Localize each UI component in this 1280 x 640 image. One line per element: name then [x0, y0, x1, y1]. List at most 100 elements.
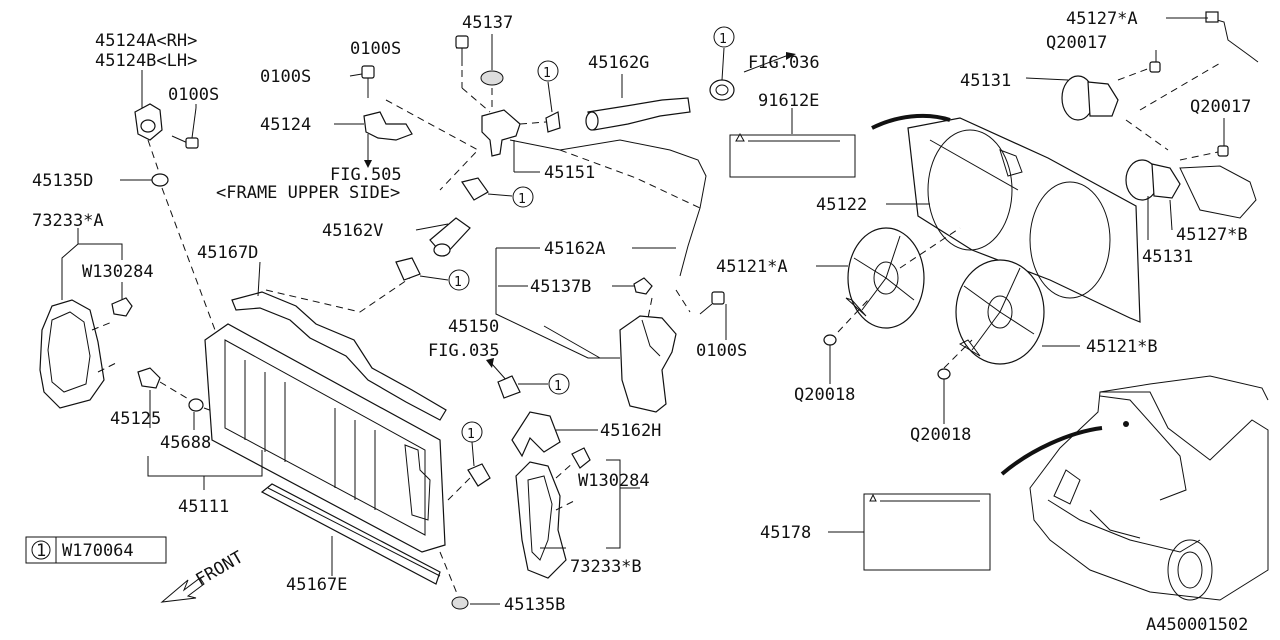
hose-45162h [511, 411, 561, 458]
callout-number: 1 [467, 427, 475, 442]
label-q20017-top: Q20017 [1046, 33, 1107, 53]
filler-neck-45151 [481, 109, 521, 157]
bolt-q20017-top [1149, 61, 1161, 73]
grommet-45135b [451, 596, 469, 610]
label-45124ab-lh: 45124B<LH> [95, 51, 197, 71]
diagram-id: A450001502 [1146, 615, 1248, 635]
label-q20018-left: Q20018 [794, 385, 855, 405]
label-45167e: 45167E [286, 575, 347, 595]
label-45150: 45150 [448, 317, 499, 337]
label-front: FRONT [193, 547, 247, 590]
fan-45121a [845, 227, 925, 329]
label-91612e [729, 132, 856, 178]
callout-number: 1 [518, 192, 526, 207]
bolt-0100s-top [455, 35, 469, 66]
motor-45131-top [1061, 75, 1119, 121]
legend-part-number: W170064 [62, 541, 134, 561]
label-q20017-bottom: Q20017 [1190, 97, 1251, 117]
air-guide-73233b [515, 461, 567, 579]
reservoir-45150 [619, 315, 677, 413]
label-45135d: 45135D [32, 171, 93, 191]
label-45162h: 45162H [600, 421, 661, 441]
label-45124ab-rh: 45124A<RH> [95, 31, 197, 51]
label-45178 [863, 493, 991, 571]
clamp-fig036 [709, 79, 735, 101]
clip-w130284-left [111, 297, 133, 317]
label-0100s-top: 0100S [350, 39, 401, 59]
harness-45127b [1179, 165, 1257, 219]
label-45178: 45178 [760, 523, 811, 543]
label-45167d: 45167D [197, 243, 258, 263]
bracket-45124ab [134, 103, 163, 141]
label-q20018-right: Q20018 [910, 425, 971, 445]
clip-lower-v [395, 257, 421, 281]
motor-45131-bottom [1125, 159, 1181, 201]
legend-circle-number: 1 [36, 541, 46, 561]
legend-box [25, 536, 167, 564]
callout-circles [419, 26, 735, 467]
seal-45167d [231, 291, 447, 421]
bolt-q20018-left [823, 334, 837, 362]
bracket-45124 [363, 111, 413, 141]
label-fig505: FIG.505 [330, 165, 402, 185]
label-w130284-left: W130284 [82, 262, 154, 282]
label-45131-top: 45131 [960, 71, 1011, 91]
clip-v [461, 177, 489, 201]
label-45127b: 45127*B [1176, 225, 1248, 245]
drain-plug-45125 [137, 367, 161, 389]
label-45162g: 45162G [588, 53, 649, 73]
seal-45167e [260, 483, 441, 585]
label-45121a: 45121*A [716, 257, 788, 277]
callout-number: 1 [554, 379, 562, 394]
bolt-q20018-right [937, 368, 951, 404]
label-45124: 45124 [260, 115, 311, 135]
callout-number: 1 [543, 66, 551, 81]
label-w130284-right: W130284 [578, 471, 650, 491]
radiator-45111 [204, 323, 446, 553]
clamp-upper [545, 111, 561, 133]
air-guide-73233a [39, 299, 119, 409]
label-91612e: 91612E [758, 91, 819, 111]
clip-h-lower [467, 463, 491, 487]
label-fig035: FIG.035 [428, 341, 500, 361]
callout-number: 1 [454, 275, 462, 290]
grommet-45135d [151, 173, 169, 187]
bolt-q20017-bottom [1217, 145, 1229, 157]
label-fig036: FIG.036 [748, 53, 820, 73]
label-45122: 45122 [816, 195, 867, 215]
label-73233b: 73233*B [570, 557, 642, 577]
harness-45127a [1205, 11, 1259, 63]
clip-w130284-right [571, 447, 591, 469]
label-45135b: 45135B [504, 595, 565, 615]
hose-45162v [429, 217, 471, 257]
bolt-0100s-left [171, 107, 199, 149]
hose-45162g [585, 97, 691, 131]
fan-45121b [955, 259, 1045, 365]
vehicle-location-sketch [1029, 375, 1269, 601]
label-73233a: 73233*A [32, 211, 104, 231]
clip-h [497, 375, 521, 399]
fan-shroud-45122 [907, 117, 1141, 323]
o-ring-45688 [188, 398, 204, 412]
label-45121b: 45121*B [1086, 337, 1158, 357]
label-45111: 45111 [178, 497, 229, 517]
label-0100s-mid: 0100S [260, 67, 311, 87]
label-45131-bottom: 45131 [1142, 247, 1193, 267]
label-45162a: 45162A [544, 239, 605, 259]
label-0100s-reservoir: 0100S [696, 341, 747, 361]
bolt-0100s-mid [361, 65, 375, 98]
callout-number: 1 [719, 32, 727, 47]
bolt-0100s-reservoir [699, 291, 725, 315]
label-texts: 45124A<RH> 45124B<LH> 0100S 45135D 73233… [32, 9, 1251, 635]
label-45688: 45688 [160, 433, 211, 453]
label-0100s-left: 0100S [168, 85, 219, 105]
label-45137: 45137 [462, 13, 513, 33]
label-45162v: 45162V [322, 221, 383, 241]
label-45137b: 45137B [530, 277, 591, 297]
label-45127a: 45127*A [1066, 9, 1138, 29]
front-arrow-icon [160, 577, 205, 603]
label-frame-upper-side: <FRAME UPPER SIDE> [216, 183, 400, 203]
cap-45137 [480, 70, 504, 86]
label-45151: 45151 [544, 163, 595, 183]
